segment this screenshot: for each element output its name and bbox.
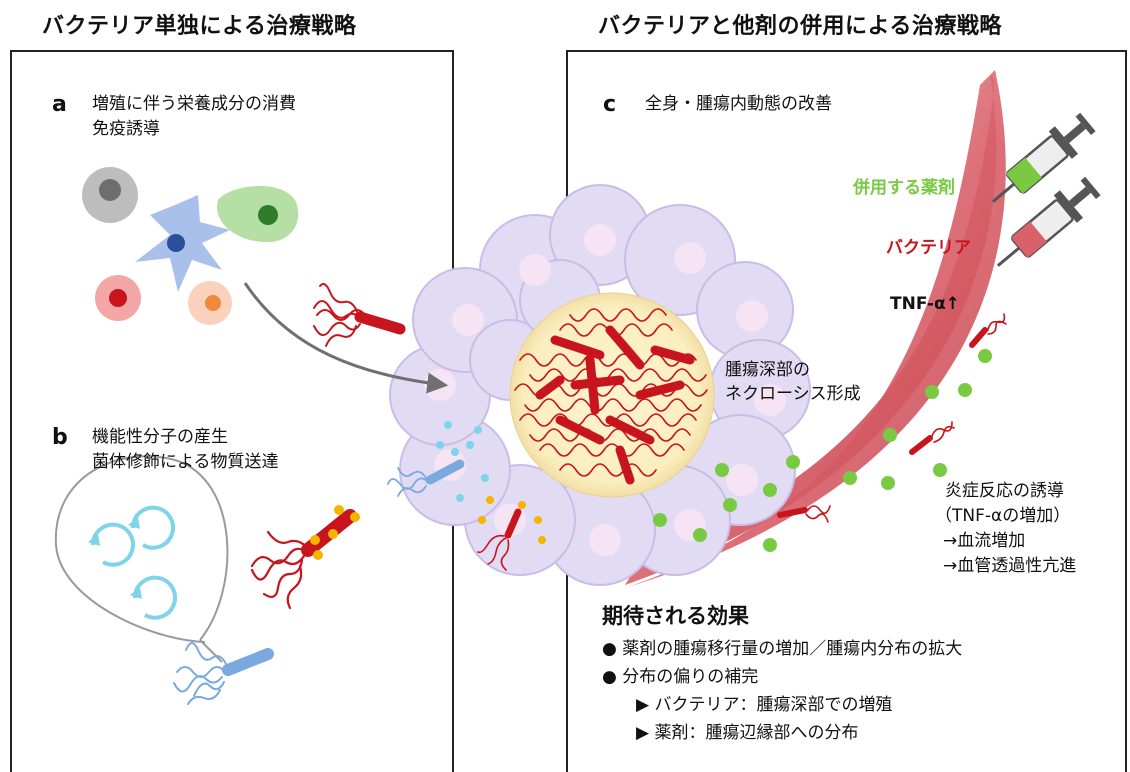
immune-cells	[82, 167, 299, 325]
blood-vessel	[625, 75, 997, 585]
inflammation-line1: 炎症反応の誘導	[945, 481, 1064, 501]
effects-sub2: ▶ 薬剤：腫瘍辺縁部への分布	[636, 723, 859, 743]
syringe-bacteria-icon	[996, 176, 1101, 267]
syringe-drug-icon	[991, 112, 1096, 203]
panel-b-line1: 機能性分子の産生	[92, 427, 228, 447]
effects-heading: 期待される効果	[602, 604, 749, 628]
inflammation-line2: （TNF-αの増加）	[935, 506, 1071, 526]
bacterium-tumor-cargo	[477, 496, 546, 571]
effects-sub1: ▶ バクテリア：腫瘍深部での増殖	[636, 695, 893, 715]
arrow-a-to-tumor	[243, 282, 449, 394]
panel-a-line2: 免疫誘導	[92, 119, 160, 139]
necrosis-line1: 腫瘍深部の	[725, 360, 810, 380]
legend-bacteria: バクテリア	[886, 238, 971, 258]
panel-c-line1: 全身・腫瘍内動態の改善	[645, 94, 832, 114]
title-left: バクテリア単独による治療戦略	[42, 14, 357, 39]
drug-particles	[653, 349, 992, 552]
necrosis-line2: ネクローシス形成	[725, 384, 861, 404]
panel-b-line2: 菌体修飾による物質送達	[92, 452, 279, 472]
vessel-wall	[625, 70, 1006, 588]
label-b: b	[52, 425, 68, 450]
bacterium-tumor-blue	[387, 459, 465, 497]
bacteria-colony	[514, 308, 708, 485]
bacterium-a	[313, 283, 406, 347]
label-c: c	[603, 92, 617, 117]
bacterium-b-cargo	[250, 505, 360, 610]
effects-bullet1: ● 薬剤の腫瘍移行量の増加／腫瘍内分布の拡大	[602, 639, 963, 659]
bacterium-b-blue	[173, 642, 274, 705]
secreted-molecules	[436, 421, 489, 502]
title-right: バクテリアと他剤の併用による治療戦略	[598, 14, 1002, 39]
left-panel	[10, 50, 454, 772]
inflammation-line4: →血管透過性亢進	[943, 556, 1077, 576]
panel-a-line1: 増殖に伴う栄養成分の消費	[92, 94, 296, 114]
legend-tnf: TNF-α↑	[890, 294, 960, 314]
inflammation-line3: →血流増加	[943, 531, 1026, 551]
legend-drug: 併用する薬剤	[853, 178, 955, 198]
plasmid-balloon	[54, 455, 229, 663]
label-a: a	[52, 92, 67, 117]
effects-bullet2: ● 分布の偏りの補完	[602, 667, 759, 687]
bacteria-in-vessel	[777, 313, 1007, 523]
macrophage	[217, 186, 299, 243]
